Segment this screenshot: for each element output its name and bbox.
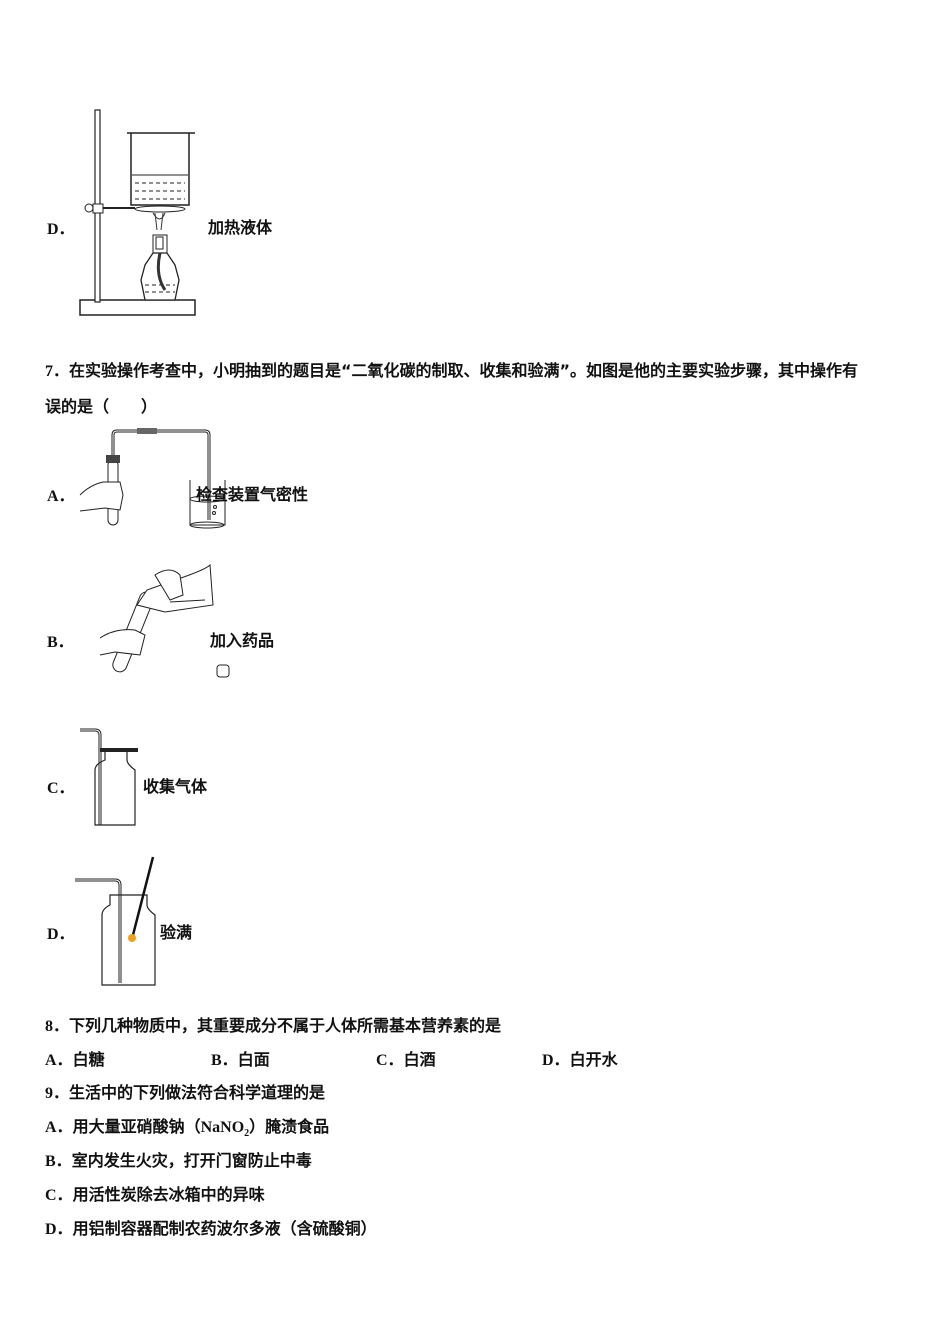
question-7-stem: 7．在实验操作考查中，小明抽到的题目是“二氧化碳的制取、收集和验满”。如图是他的… [45, 361, 859, 380]
option-letter: D． [47, 221, 75, 238]
option-letter: B． [47, 634, 74, 651]
flame-dot [128, 934, 136, 942]
question-number: 9． [45, 1085, 70, 1102]
q7-option-d[interactable]: D． 验满 [45, 855, 265, 990]
option-caption: 加热液体 [208, 218, 273, 237]
question-9-stem: 9．生活中的下列做法符合科学道理的是 [45, 1083, 326, 1102]
q6-option-d: D． 加热液体 [45, 100, 305, 330]
q7-option-b[interactable]: B． 加入药品 [45, 560, 305, 685]
q8-option-a[interactable]: A．白糖 [45, 1050, 105, 1069]
heating-apparatus-figure [79, 109, 196, 316]
q9-option-b[interactable]: B．室内发生火灾，打开门窗防止中毒 [45, 1151, 312, 1170]
question-8-stem: 8．下列几种物质中，其重要成分不属于人体所需基本营养素的是 [45, 1016, 502, 1035]
q9-option-c[interactable]: C．用活性炭除去冰箱中的异味 [45, 1185, 265, 1204]
question-number: 7． [45, 363, 70, 380]
q7-option-a[interactable]: A． 检查装置气密性 [45, 425, 345, 535]
q9-option-d[interactable]: D．用铝制容器配制农药波尔多液（含硫酸铜） [45, 1219, 377, 1238]
air-tightness-figure [79, 428, 226, 529]
option-letter: D． [47, 926, 75, 943]
question-7-stem-line2: 误的是（ ） [45, 397, 158, 416]
q8-option-c[interactable]: C．白酒 [376, 1050, 436, 1069]
option-letter: C． [47, 780, 75, 797]
option-caption: 验满 [160, 923, 193, 942]
q7-option-c[interactable]: C． 收集气体 [45, 722, 265, 832]
q8-option-b[interactable]: B．白面 [211, 1050, 270, 1069]
q8-option-d[interactable]: D．白开水 [542, 1050, 618, 1069]
option-caption: 加入药品 [210, 631, 275, 650]
chemical-formula: NaNO [200, 1119, 245, 1136]
option-caption: 检查装置气密性 [196, 485, 309, 504]
q9-option-a[interactable]: A．用大量亚硝酸钠（NaNO2）腌渍食品 [45, 1117, 330, 1140]
add-reagent-figure [99, 563, 230, 678]
option-letter: A． [47, 488, 75, 505]
gas-collection-figure [80, 728, 138, 826]
option-caption: 收集气体 [143, 777, 208, 796]
question-number: 8． [45, 1018, 70, 1035]
check-full-figure [75, 856, 156, 986]
